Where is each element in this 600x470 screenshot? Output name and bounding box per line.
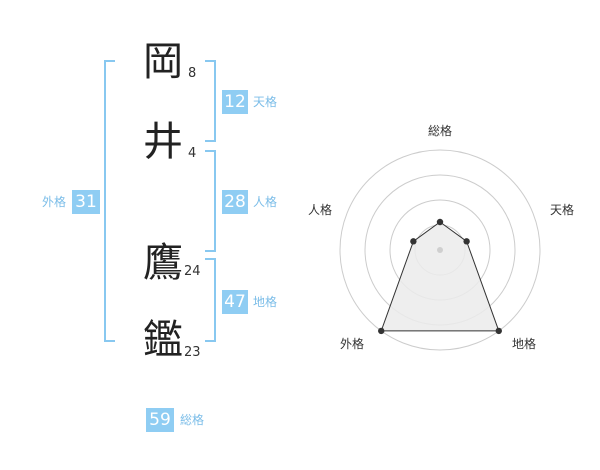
radar-point-2	[495, 327, 502, 335]
radar-point-3	[378, 327, 385, 335]
soukaku-value: 59	[146, 408, 174, 432]
tenkaku-value: 12	[222, 90, 248, 114]
radar-ring	[339, 149, 541, 351]
radar-point-1	[463, 238, 470, 245]
radar-label-tenkaku: 天格	[550, 203, 575, 217]
radar-point-4	[410, 238, 417, 245]
radar-label-soukaku: 総格	[428, 124, 453, 138]
kanji-2: 井	[143, 119, 183, 165]
jinkaku-value: 28	[222, 190, 248, 214]
kanji-1: 岡	[143, 39, 183, 85]
radar-center	[437, 247, 443, 253]
kanji-2-strokes: 4	[188, 146, 197, 161]
radar-polygon	[380, 221, 500, 332]
radar-label-gaikaku: 外格	[340, 337, 365, 351]
kanji-1-strokes: 8	[188, 66, 197, 81]
gaikaku-label: 外格	[42, 195, 67, 209]
kanji-4-strokes: 23	[184, 345, 201, 360]
chikaku-label: 地格	[253, 295, 278, 309]
gaikaku-value: 31	[72, 190, 100, 214]
tenkaku-bracket	[205, 60, 216, 142]
gaikaku-bracket	[104, 60, 115, 342]
kanji-3-strokes: 24	[184, 264, 201, 279]
kanji-4: 鑑	[143, 317, 183, 363]
kanji-3: 鷹	[143, 240, 183, 286]
chikaku-bracket	[205, 258, 216, 342]
radar-point-0	[436, 218, 444, 226]
radar-label-jinkaku: 人格	[308, 203, 333, 217]
radar-label-chikaku: 地格	[512, 337, 537, 351]
radar-svg	[339, 149, 541, 351]
tenkaku-label: 天格	[253, 95, 278, 109]
jinkaku-bracket	[205, 150, 216, 252]
soukaku-label: 総格	[180, 413, 205, 427]
jinkaku-label: 人格	[253, 195, 278, 209]
chikaku-value: 47	[222, 290, 248, 314]
